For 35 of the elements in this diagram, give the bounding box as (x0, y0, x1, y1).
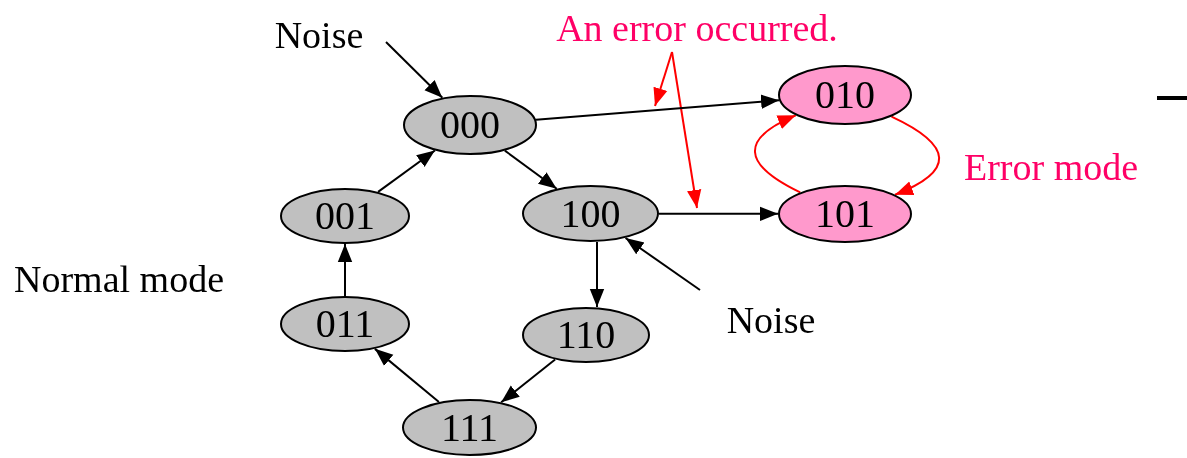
state-code: 110 (556, 315, 616, 355)
annotation-text: An error occurred. (556, 9, 838, 47)
transition-arrow (534, 94, 781, 121)
transition-arrow (337, 243, 353, 297)
leader-line (653, 51, 673, 107)
transition-arrow (890, 115, 941, 196)
state-code: 111 (441, 407, 498, 448)
state-ellipse (778, 65, 912, 125)
state-code: 100 (560, 193, 621, 234)
leader-line (671, 51, 702, 209)
transition-arrow (373, 347, 440, 404)
mode-label: Normal mode (14, 260, 224, 298)
state-ellipse (522, 307, 650, 363)
transition-arrow (658, 206, 779, 222)
state-ellipse (403, 95, 537, 155)
state-ellipse (522, 185, 659, 242)
mode-label: Error mode (964, 148, 1139, 186)
state-code: 101 (815, 194, 875, 234)
transition-arrow (754, 114, 802, 194)
annotation-text: Noise (274, 16, 364, 54)
transition-arrow (503, 149, 558, 190)
state-code: 011 (315, 304, 375, 344)
annotation-text: Noise (726, 301, 816, 339)
transition-arrow (500, 358, 557, 404)
state-ellipse (778, 185, 912, 243)
transition-arrow (377, 149, 436, 193)
state-code: 001 (315, 196, 375, 236)
leader-line (385, 41, 444, 99)
transition-arrow (589, 241, 605, 308)
state-code: 010 (815, 75, 875, 115)
state-ellipse (280, 188, 410, 244)
state-ellipse (402, 399, 537, 456)
leader-line (624, 237, 701, 291)
state-ellipse (280, 296, 410, 352)
state-code: 000 (440, 105, 500, 145)
